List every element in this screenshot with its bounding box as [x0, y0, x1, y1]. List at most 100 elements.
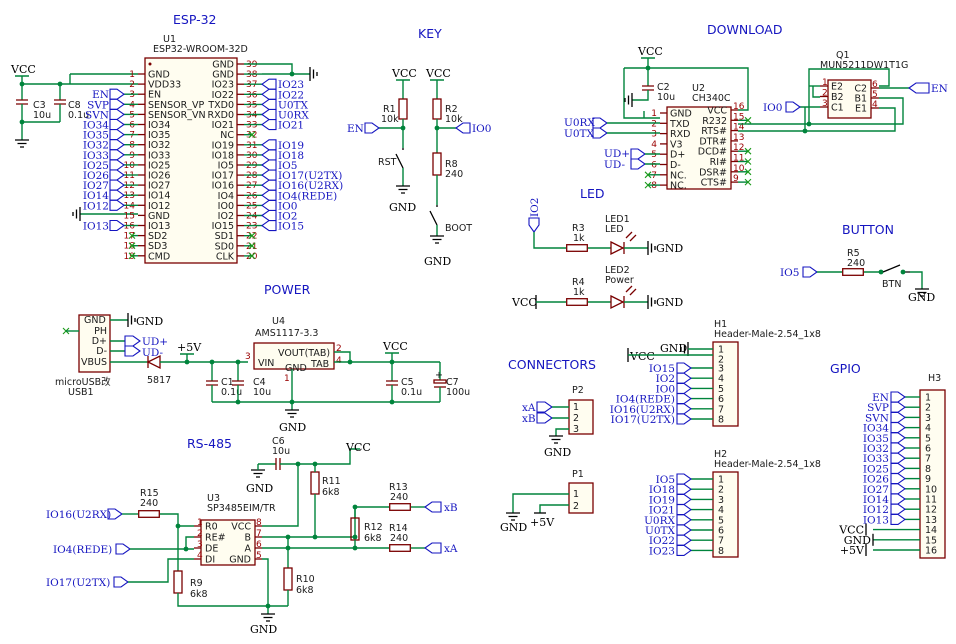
c8-value: 0.1u — [68, 110, 89, 121]
svg-text:IO23: IO23 — [212, 80, 234, 91]
svg-text:IO12: IO12 — [83, 200, 109, 212]
r11-value: 6k8 — [322, 487, 340, 498]
u3-pin-vcc: VCC — [231, 522, 251, 533]
svg-text:9: 9 — [925, 474, 931, 485]
c7-plus: + — [435, 370, 443, 381]
q1-transistor — [827, 79, 872, 119]
h2-flag-io19 — [676, 493, 692, 505]
heading-power: POWER — [264, 282, 311, 297]
svg-text:11: 11 — [733, 154, 744, 164]
rs-vcc: VCC — [345, 441, 371, 454]
r9-ref: R9 — [190, 578, 203, 589]
svg-text:IO21: IO21 — [278, 120, 304, 132]
heading-key: KEY — [418, 26, 442, 41]
p2-xa-flag — [536, 401, 553, 413]
h3-flag-en — [890, 391, 906, 403]
svg-text:IO18: IO18 — [212, 150, 234, 161]
q1-pin-e1: E1 — [855, 104, 867, 115]
esp32-flag-io14 — [109, 189, 125, 201]
esp32-flag-io32 — [109, 139, 125, 151]
svg-text:IO19: IO19 — [278, 140, 304, 152]
r14-value: 240 — [390, 533, 408, 544]
p1-5v: +5V — [530, 516, 555, 529]
c3-value: 10u — [33, 110, 51, 121]
led-section: IO2 R3 1k LED1 LED GND VCC R4 1k LED2 Po… — [511, 198, 683, 310]
svg-text:31: 31 — [246, 141, 257, 151]
led2-value: Power — [605, 275, 634, 286]
svg-text:IO14: IO14 — [148, 191, 170, 202]
svg-text:11: 11 — [124, 171, 135, 181]
usb-pin-ph: PH — [94, 326, 107, 337]
btn-io5: IO5 — [780, 267, 799, 279]
svg-text:8: 8 — [651, 181, 657, 191]
svg-text:IO26: IO26 — [148, 171, 170, 182]
h2-part: Header-Male-2.54_1x8 — [714, 459, 821, 470]
svg-text:GND: GND — [148, 211, 170, 222]
svg-text:IO4(REDE): IO4(REDE) — [278, 190, 337, 202]
h2-flag-io5 — [676, 473, 692, 485]
rs-io16-flag — [107, 508, 123, 520]
h2-flag-io22 — [676, 534, 692, 546]
svg-text:NC: NC — [220, 130, 234, 141]
rs-xb-flag — [424, 501, 442, 513]
esp32-flag-io16(u2rx) — [261, 179, 277, 191]
svg-text:U0RX: U0RX — [644, 515, 675, 527]
dl-en-flag — [908, 82, 930, 94]
h3-flag-io13 — [890, 513, 906, 525]
p1-pin2: 2 — [573, 501, 579, 512]
svg-text:13: 13 — [925, 515, 937, 526]
svg-text:GND: GND — [212, 60, 234, 71]
r8-ref: R8 — [445, 159, 458, 170]
h3-flag-svp — [890, 401, 906, 413]
svg-text:RTS#: RTS# — [701, 126, 727, 137]
h3-flag-io14 — [890, 493, 906, 505]
svg-text:8: 8 — [256, 518, 262, 528]
r15-value: 240 — [140, 498, 158, 509]
heading-rs485: RS-485 — [187, 436, 232, 451]
rs-xa: xA — [444, 543, 458, 555]
svg-text:4: 4 — [872, 100, 878, 110]
esp32-flag-io25 — [109, 159, 125, 171]
pwr-gnd: GND — [279, 421, 306, 434]
r4-value: 1k — [573, 287, 585, 298]
svg-text:2: 2 — [718, 485, 724, 496]
p1-pin1: 1 — [573, 489, 579, 500]
h2-flag-io21 — [676, 504, 692, 516]
heading-download: DOWNLOAD — [707, 22, 783, 37]
svg-text:SVP: SVP — [87, 99, 109, 111]
usb-pin-d: D- — [96, 346, 107, 357]
dl-udp-flag — [630, 148, 646, 160]
svg-text:V3: V3 — [670, 139, 683, 150]
r13-ref: R13 — [389, 482, 408, 493]
p1-gnd: GND — [500, 521, 527, 534]
esp32-flag-io27 — [109, 179, 125, 191]
svg-text:19: 19 — [124, 252, 136, 262]
h2-header: H2 Header-Male-2.54_1x8 1IO52IO183IO194I… — [644, 449, 821, 558]
c5-ref: C5 — [401, 377, 414, 388]
pwr-udp: UD+ — [142, 336, 168, 348]
svg-text:D+: D+ — [670, 150, 685, 161]
c3-ref: C3 — [33, 100, 46, 111]
svg-text:IO4: IO4 — [218, 191, 234, 202]
q1-pin-b1: B1 — [854, 94, 867, 105]
vcc-label: VCC — [10, 63, 36, 76]
svg-text:5: 5 — [129, 110, 135, 120]
p2-xa: xA — [522, 402, 536, 414]
esp32-pin-32: 32NC — [220, 130, 257, 141]
svg-text:3: 3 — [822, 99, 828, 109]
svg-text:27: 27 — [246, 181, 257, 191]
svg-text:6: 6 — [718, 526, 724, 537]
